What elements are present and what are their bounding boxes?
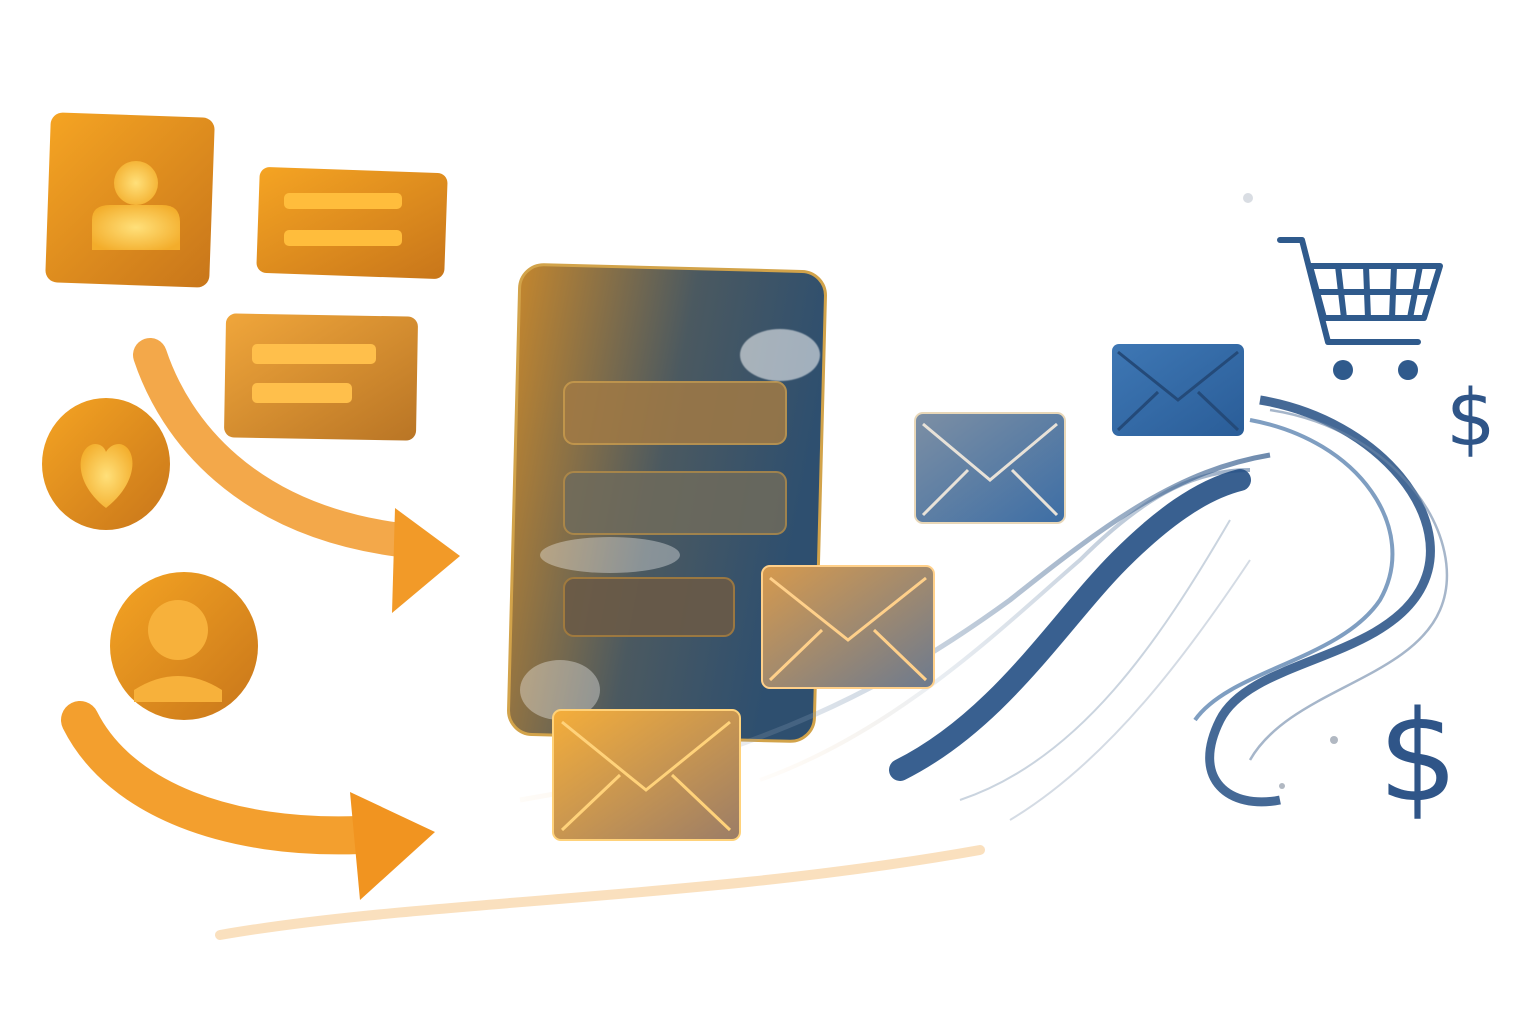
form-card-top	[256, 167, 448, 279]
envelope-icon	[768, 576, 928, 682]
envelope-icon	[921, 422, 1059, 517]
avatar-badge	[110, 572, 258, 720]
arrow-lower	[61, 701, 435, 900]
orange-swoosh-trail	[215, 845, 985, 940]
shopping-cart-icon	[1277, 237, 1443, 380]
arrow-upper	[133, 338, 460, 613]
user-profile-icon	[92, 161, 180, 250]
envelope-3	[914, 412, 1066, 524]
form-card-middle	[224, 313, 418, 441]
envelope-1	[552, 709, 741, 841]
dollar-sign-small: $	[1446, 374, 1496, 464]
profile-card	[45, 112, 215, 288]
envelope-4	[1112, 344, 1244, 436]
document-panel	[507, 263, 827, 743]
avatar-icon	[134, 600, 222, 702]
heart-badge	[42, 398, 170, 530]
heart-icon	[80, 444, 133, 508]
envelope-2	[761, 565, 935, 689]
document-form-icon	[563, 381, 787, 637]
dollar-sign-large: $	[1378, 683, 1458, 830]
envelope-icon	[1116, 350, 1240, 432]
text-lines-icon	[252, 344, 376, 403]
envelope-icon	[560, 720, 732, 832]
text-lines-icon	[284, 193, 402, 246]
